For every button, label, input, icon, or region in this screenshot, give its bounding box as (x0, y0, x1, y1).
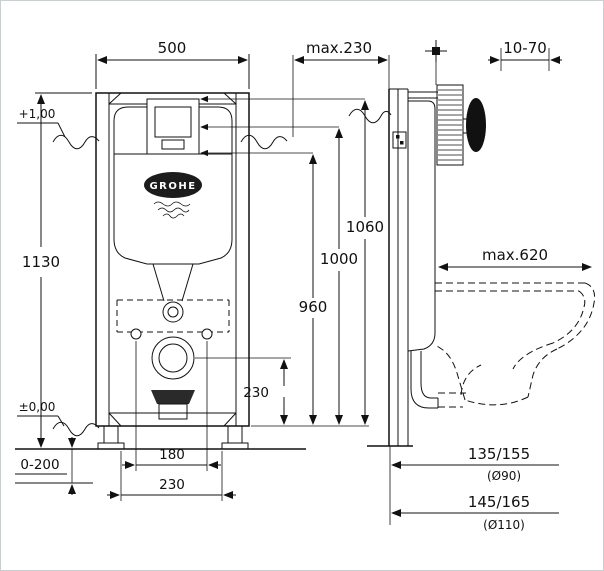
dim-outlet-110-dia-label: (Ø110) (483, 518, 525, 532)
wall-fixing-mark (425, 40, 447, 85)
dim-outlet-90-label: 135/155 (468, 445, 530, 463)
dim-max-projection-label: max.620 (482, 246, 548, 264)
dim-max-furring-label: max.230 (306, 39, 372, 57)
dim-foot-adjustment: 0-200 (15, 437, 76, 495)
flush-bend-front (152, 263, 194, 323)
dim-1060-label: 1060 (346, 218, 384, 236)
logo-wave-icon (153, 201, 191, 219)
dim-1000-label: 1000 (320, 250, 358, 268)
dim-plate-wall-range-label: 10-70 (503, 39, 547, 57)
push-button-icon (466, 98, 486, 152)
dim-bolt-spacing: 180 (122, 341, 221, 471)
dim-outlet-offsets: 135/155 (Ø90) 145/165 (Ø110) (389, 445, 559, 532)
dim-frame-height: 1130 (22, 92, 92, 448)
waste-outlet-front (151, 336, 195, 420)
dim-plate-wall-range: 10-70 (488, 39, 562, 71)
floor-lines (15, 448, 306, 484)
level-floor-label: ±0,00 (19, 400, 56, 414)
dim-frame-height-label: 1130 (22, 253, 60, 271)
break-line-icons (52, 108, 392, 437)
side-view-outlet-pipe (410, 351, 439, 409)
dim-960-label: 960 (299, 298, 328, 316)
bowl-fixing-zone-dashed (116, 299, 230, 333)
dim-outlet-height: 230 (195, 357, 369, 427)
dim-frame-width: 500 (95, 39, 250, 89)
flush-plate-front (146, 98, 200, 155)
level-mark-floor: ±0,00 (17, 400, 65, 427)
dim-max-projection: max.620 (438, 246, 592, 271)
dim-bolt-spacing-label: 180 (159, 447, 185, 463)
dim-plate-heights: 960 1000 1060 (200, 95, 384, 425)
brand-logo-text: GROHE (149, 181, 196, 192)
level-upper-label: +1,00 (19, 107, 56, 121)
dim-max-furring-depth: max.230 (292, 39, 390, 137)
dim-outlet-90-dia-label: (Ø90) (487, 469, 521, 483)
frame-feet (97, 425, 249, 450)
dim-outlet-110-label: 145/165 (468, 493, 530, 511)
fixing-bolts (130, 328, 213, 340)
grohe-logo: GROHE (144, 172, 202, 219)
flush-plate-side (436, 84, 486, 166)
frame-bracket-detail (392, 131, 407, 149)
dim-base-width-label: 230 (159, 477, 185, 493)
front-view-frame (95, 92, 250, 427)
level-mark-upper: +1,00 (17, 107, 66, 138)
dim-base-width: 230 (107, 451, 236, 501)
dim-outlet-height-label: 230 (243, 385, 269, 401)
dim-frame-width-label: 500 (158, 39, 187, 57)
wc-bowl-dashed-outline (435, 282, 596, 408)
dim-foot-adjustment-label: 0-200 (20, 457, 59, 473)
side-view-cistern (407, 91, 438, 352)
